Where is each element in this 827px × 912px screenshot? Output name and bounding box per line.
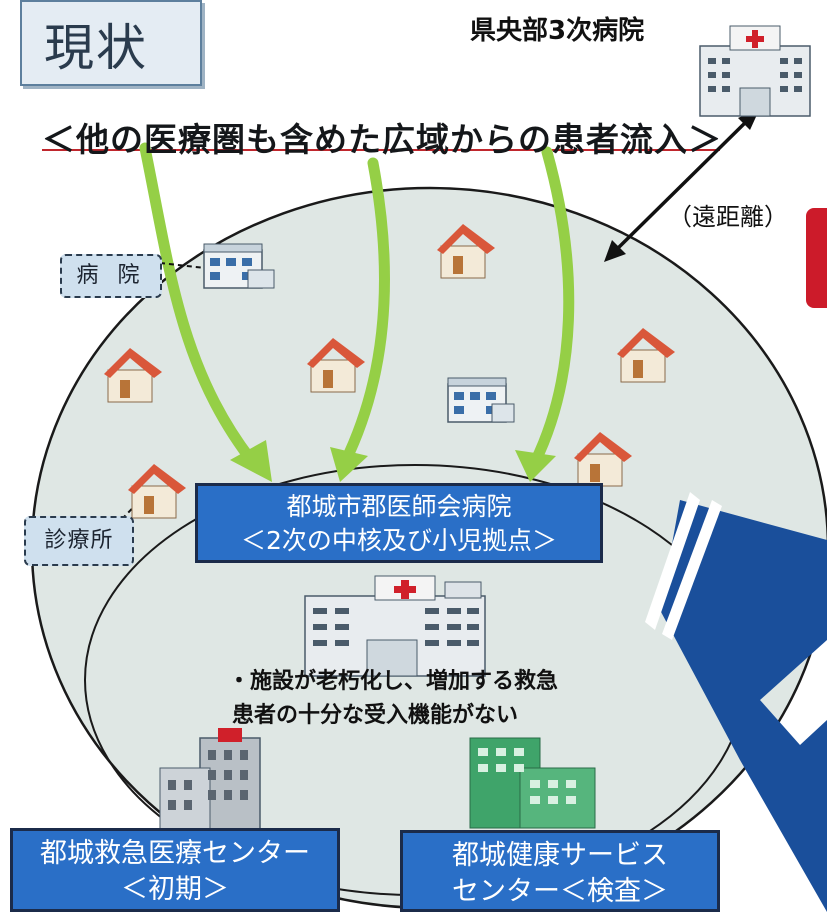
distance-label: （遠距離） bbox=[668, 203, 788, 231]
main-hospital-name: 都城市郡医師会病院 bbox=[286, 492, 512, 521]
emergency-center-role: ＜初期＞ bbox=[121, 874, 229, 905]
issue-note: ・施設が老朽化し、増加する救急 患者の十分な受入機能がない bbox=[228, 665, 558, 733]
small-building-icon bbox=[203, 243, 515, 423]
emergency-center-box: 都城救急医療センター ＜初期＞ bbox=[10, 828, 340, 912]
title-box: 現状 bbox=[20, 0, 202, 86]
issue-note-line1: ・施設が老朽化し、増加する救急 bbox=[228, 669, 559, 694]
main-hospital-role: ＜2次の中核及び小児拠点＞ bbox=[241, 526, 557, 555]
red-side-tab bbox=[806, 208, 827, 308]
hospital-building-icon bbox=[304, 575, 486, 677]
clinic-tag: 診療所 bbox=[24, 516, 134, 566]
emergency-center-building-icon bbox=[159, 728, 261, 839]
hospital-tag: 病 院 bbox=[60, 254, 162, 298]
issue-note-line2: 患者の十分な受入機能がない bbox=[232, 703, 519, 728]
green-arrow-heads bbox=[230, 440, 556, 482]
page-title: 現状 bbox=[44, 19, 148, 77]
headline: ＜他の医療圏も含めた広域からの患者流入＞ bbox=[42, 120, 722, 159]
main-hospital-box: 都城市郡医師会病院 ＜2次の中核及び小児拠点＞ bbox=[195, 483, 603, 563]
health-center-name: 都城健康サービス bbox=[452, 840, 668, 871]
health-center-building-icon bbox=[469, 737, 596, 829]
green-arrow-icon bbox=[139, 142, 575, 471]
tertiary-hospital-icon bbox=[699, 25, 811, 117]
hospital-leader-line bbox=[159, 262, 206, 269]
side-arrow-icon bbox=[645, 492, 827, 912]
health-center-role: センター＜検査＞ bbox=[452, 876, 668, 907]
tertiary-hospital-label: 県央部3次病院 bbox=[470, 16, 645, 46]
health-center-box: 都城健康サービス センター＜検査＞ bbox=[400, 830, 720, 912]
emergency-center-name: 都城救急医療センター bbox=[40, 838, 310, 869]
